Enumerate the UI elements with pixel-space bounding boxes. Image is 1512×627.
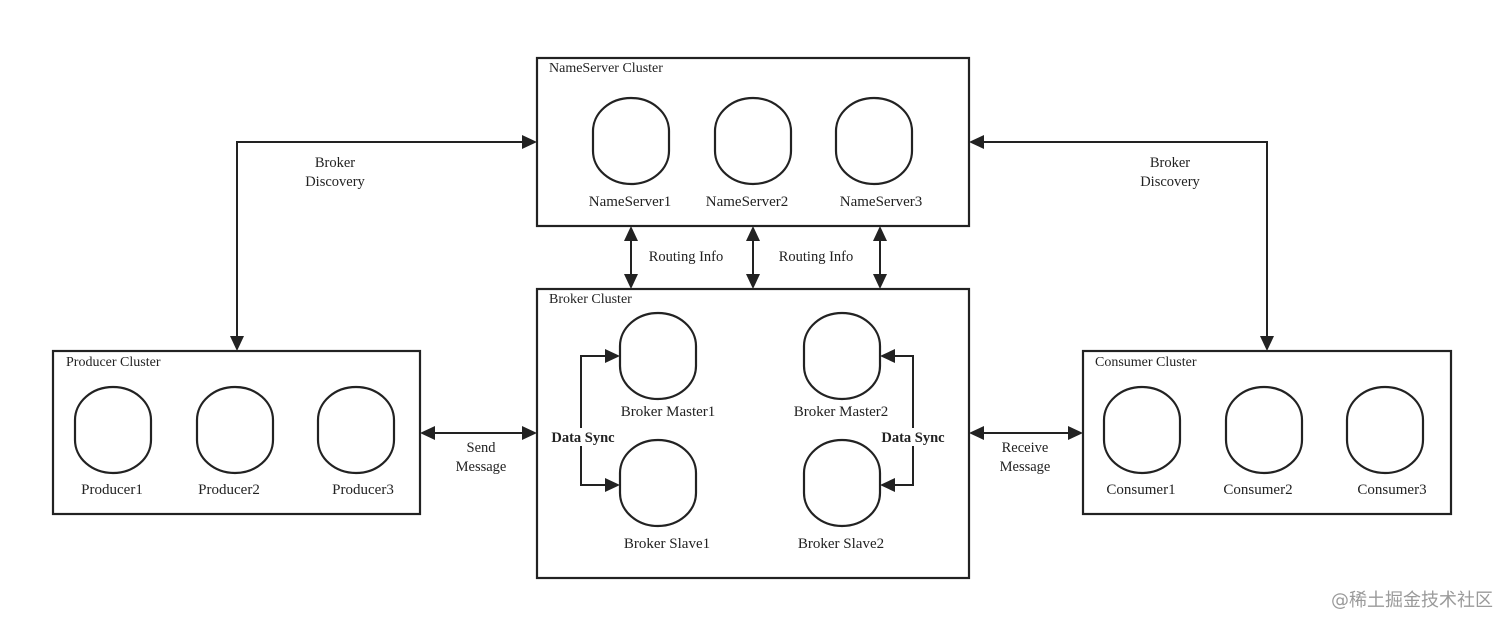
broker-master2-node [802, 311, 882, 401]
consumer-label-2: Consumer2 [1223, 482, 1292, 498]
routing-arrow-2 [746, 226, 760, 289]
data-sync-left-arrow [580, 349, 620, 492]
producer-cluster-title: Producer Cluster [66, 355, 161, 370]
receive-message-label-line2: Message [1000, 459, 1051, 475]
producer-label-1: Producer1 [81, 482, 143, 498]
send-message-arrow [420, 426, 537, 440]
producer-node-2 [195, 385, 275, 475]
data-sync-right-label-bg [876, 428, 950, 446]
broker-master1-label: Broker Master1 [621, 404, 716, 420]
watermark: @稀土掘金技术社区 [1331, 590, 1493, 611]
nameserver-node-1 [591, 96, 671, 186]
routing-info-label-1: Routing Info [649, 249, 724, 265]
receive-message-label-line1: Receive [1002, 440, 1049, 456]
consumer-cluster-title: Consumer Cluster [1095, 355, 1197, 370]
send-message-label-line2: Message [456, 459, 507, 475]
consumer-node-3 [1345, 385, 1425, 475]
producer-node-3 [316, 385, 396, 475]
producer-label-3: Producer3 [332, 482, 394, 498]
nameserver-label-3: NameServer3 [840, 194, 922, 210]
routing-arrow-1 [624, 226, 638, 289]
data-sync-left-label-bg [546, 428, 620, 446]
send-message-label-line1: Send [467, 440, 497, 456]
broker-slave1-node [618, 438, 698, 528]
broker-discovery-right-label-line1: Broker [1150, 155, 1190, 171]
broker-slave2-label: Broker Slave2 [798, 536, 884, 552]
nameserver-node-3 [834, 96, 914, 186]
broker-discovery-left-arrow [230, 135, 537, 351]
broker-master2-label: Broker Master2 [794, 404, 889, 420]
data-sync-left-label: Data Sync [551, 430, 615, 446]
producer-node-1 [73, 385, 153, 475]
receive-message-arrow [969, 426, 1083, 440]
data-sync-right-label: Data Sync [881, 430, 945, 446]
routing-info-label-2: Routing Info [779, 249, 854, 265]
consumer-label-1: Consumer1 [1106, 482, 1175, 498]
broker-discovery-right-arrow [969, 135, 1274, 351]
broker-master1-node [618, 311, 698, 401]
broker-slave1-label: Broker Slave1 [624, 536, 710, 552]
nameserver-label-2: NameServer2 [706, 194, 788, 210]
broker-discovery-left-label-line1: Broker [315, 155, 355, 171]
nameserver-label-1: NameServer1 [589, 194, 671, 210]
producer-label-2: Producer2 [198, 482, 260, 498]
broker-cluster-title: Broker Cluster [549, 292, 632, 307]
broker-discovery-right-label-line2: Discovery [1140, 174, 1200, 190]
data-sync-right-arrow [880, 349, 914, 492]
consumer-label-3: Consumer3 [1357, 482, 1426, 498]
routing-arrow-3 [873, 226, 887, 289]
consumer-node-2 [1224, 385, 1304, 475]
consumer-node-1 [1102, 385, 1182, 475]
broker-slave2-node [802, 438, 882, 528]
nameserver-cluster-title: NameServer Cluster [549, 61, 663, 76]
nameserver-node-2 [713, 96, 793, 186]
broker-discovery-left-label-line2: Discovery [305, 174, 365, 190]
